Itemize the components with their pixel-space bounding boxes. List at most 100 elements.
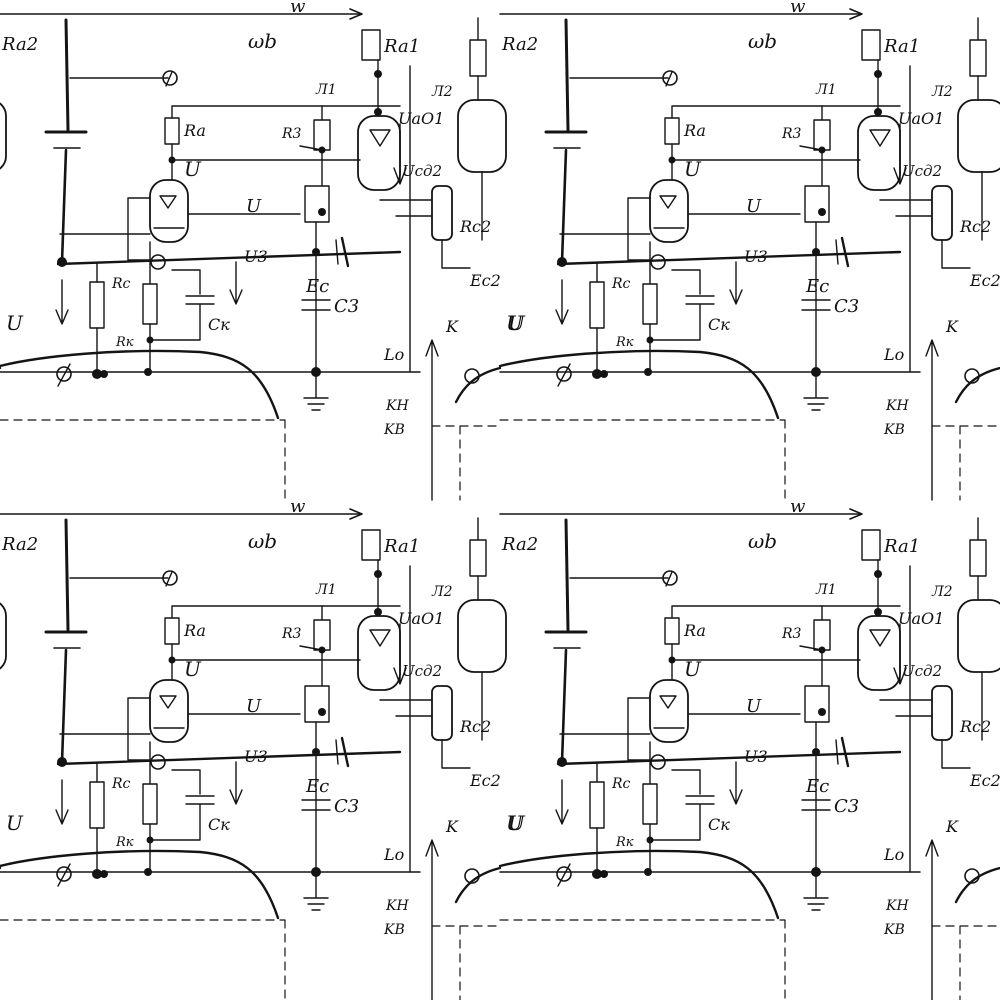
label-ec: Ec: [305, 276, 329, 297]
label-rk: Rк: [615, 335, 634, 350]
label-rk: Rк: [115, 835, 134, 850]
label-u: U: [184, 157, 202, 181]
label-kb: KB: [883, 922, 905, 938]
label-ck: Cк: [708, 315, 730, 334]
label-wb: ωb: [248, 29, 277, 53]
label-u: U: [746, 196, 762, 217]
label-ra2: Ra2: [501, 34, 538, 55]
label-ec: Ec: [805, 776, 829, 797]
label-l2: Л2: [431, 584, 453, 600]
label-ra: Ra: [183, 621, 206, 640]
label-l2: Л2: [931, 84, 953, 100]
label-w: w: [790, 496, 806, 517]
label-l1: Л1: [815, 82, 837, 98]
label-w: w: [290, 0, 306, 17]
label-kh: KH: [885, 898, 909, 914]
label-u: U: [246, 196, 262, 217]
label-k: K: [945, 817, 959, 836]
label-lo: Lo: [383, 845, 404, 864]
label-r3: R3: [281, 626, 302, 642]
label-r3: R3: [281, 126, 302, 142]
label-u: U: [184, 657, 202, 681]
label-kh: KH: [385, 398, 409, 414]
label-kh: KH: [385, 898, 409, 914]
label-ra2: Ra2: [1, 34, 38, 55]
label-w: w: [790, 0, 806, 17]
label-wb: ωb: [248, 529, 277, 553]
label-rc2: Rc2: [959, 217, 991, 236]
label-rk: Rк: [615, 835, 634, 850]
label-ec: Ec: [305, 776, 329, 797]
label-lo: Lo: [383, 345, 404, 364]
label-ec2: Ec2: [969, 771, 1000, 790]
label-u: U: [506, 811, 524, 835]
label-u: U: [506, 311, 524, 335]
label-l2: Л2: [431, 84, 453, 100]
label-u3: U3: [244, 247, 268, 266]
label-lo: Lo: [883, 845, 904, 864]
label-ck: Cк: [208, 315, 230, 334]
label-u: U: [684, 657, 702, 681]
label-ec2: Ec2: [469, 771, 501, 790]
label-ucd2: Ucд2: [902, 662, 942, 680]
label-rc: Rc: [611, 776, 631, 792]
label-ua01: UaO1: [898, 109, 944, 128]
label-ra2: Ra2: [1, 534, 38, 555]
tile-group: [0, 7, 1000, 1000]
label-ucd2: Ucд2: [902, 162, 942, 180]
label-ra1: Ra1: [383, 36, 420, 57]
label-c3: C3: [834, 796, 859, 817]
label-ra: Ra: [683, 121, 706, 140]
label-u3: U3: [744, 247, 768, 266]
label-ck: Cк: [208, 815, 230, 834]
label-rc2: Rc2: [459, 217, 491, 236]
label-ra1: Ra1: [383, 536, 420, 557]
label-wb: ωb: [748, 529, 777, 553]
label-ucd2: Ucд2: [402, 162, 442, 180]
label-rc2: Rc2: [959, 717, 991, 736]
label-u: U: [508, 311, 526, 335]
label-u: U: [246, 696, 262, 717]
label-ra2: Ra2: [501, 534, 538, 555]
label-kb: KB: [883, 422, 905, 438]
label-ra1: Ra1: [883, 36, 920, 57]
label-wb: ωb: [748, 29, 777, 53]
label-rc: Rc: [111, 276, 131, 292]
label-u: U: [6, 311, 24, 335]
label-c3: C3: [334, 796, 359, 817]
label-c3: C3: [334, 296, 359, 317]
label-rc: Rc: [111, 776, 131, 792]
label-u3: U3: [744, 747, 768, 766]
label-u: U: [746, 696, 762, 717]
label-ra: Ra: [183, 121, 206, 140]
label-kh: KH: [885, 398, 909, 414]
label-rc2: Rc2: [459, 717, 491, 736]
label-w: w: [290, 496, 306, 517]
label-lo: Lo: [883, 345, 904, 364]
label-rk: Rк: [115, 335, 134, 350]
label-ucd2: Ucд2: [402, 662, 442, 680]
label-kb: KB: [383, 422, 405, 438]
label-ua01: UaO1: [398, 109, 444, 128]
label-k: K: [445, 817, 459, 836]
label-rc: Rc: [611, 276, 631, 292]
label-k: K: [445, 317, 459, 336]
label-l2: Л2: [931, 584, 953, 600]
label-u: U: [6, 811, 24, 835]
label-l1: Л1: [315, 82, 337, 98]
label-r3: R3: [781, 126, 802, 142]
label-ck: Cк: [708, 815, 730, 834]
label-r3: R3: [781, 626, 802, 642]
label-u3: U3: [244, 747, 268, 766]
label-ec2: Ec2: [969, 271, 1000, 290]
label-ec: Ec: [805, 276, 829, 297]
label-kb: KB: [383, 922, 405, 938]
label-u: U: [508, 811, 526, 835]
label-ra: Ra: [683, 621, 706, 640]
label-ua01: UaO1: [398, 609, 444, 628]
label-l1: Л1: [815, 582, 837, 598]
label-l1: Л1: [315, 582, 337, 598]
label-ra1: Ra1: [883, 536, 920, 557]
